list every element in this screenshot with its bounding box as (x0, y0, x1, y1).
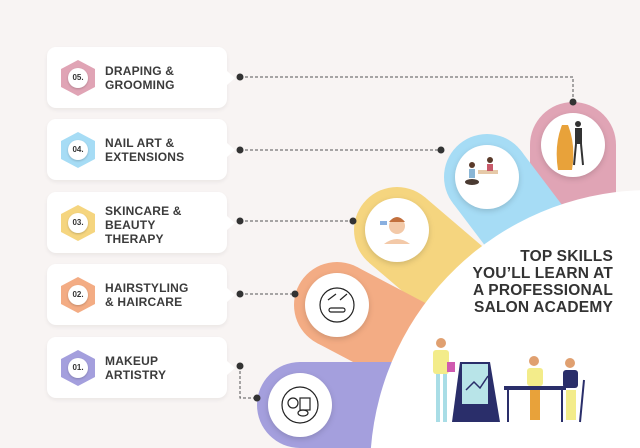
hairstyling-tools-icon (319, 287, 355, 323)
nail-art-icon (465, 157, 498, 185)
skill-label: HAIRSTYLING& HAIRCARE (105, 280, 189, 309)
skill-number: 04. (68, 140, 88, 160)
skill-card-hairstyling: 02. HAIRSTYLING& HAIRCARE (47, 264, 235, 325)
skill-number: 05. (68, 68, 88, 88)
skill-label: DRAPING &GROOMING (105, 63, 175, 92)
title-line: TOP SKILLS (520, 248, 613, 265)
icon-circle-hairstyling (305, 273, 369, 337)
icon-circle-nail-art (455, 145, 519, 209)
skill-card-draping: 05. DRAPING &GROOMING (47, 47, 235, 108)
skill-card-nail-art: 04. NAIL ART &EXTENSIONS (47, 119, 235, 180)
title-line: A PROFESSIONAL (472, 282, 613, 299)
connector-dots (236, 73, 577, 402)
skill-number: 01. (68, 358, 88, 378)
classroom-illustration (433, 338, 585, 423)
skill-number: 03. (68, 213, 88, 233)
infographic-title: TOP SKILLS YOU’LL LEARN AT A PROFESSIONA… (473, 248, 614, 316)
draping-icon (556, 121, 584, 170)
title-line: SALON ACADEMY (474, 299, 613, 316)
title-line: YOU’LL LEARN AT (472, 265, 613, 282)
skill-label: NAIL ART &EXTENSIONS (105, 135, 185, 164)
icon-circle-draping (541, 113, 605, 177)
makeup-kit-icon (281, 386, 319, 424)
skill-number: 02. (68, 285, 88, 305)
connector-lines (239, 76, 574, 399)
skincare-icon (380, 217, 410, 244)
